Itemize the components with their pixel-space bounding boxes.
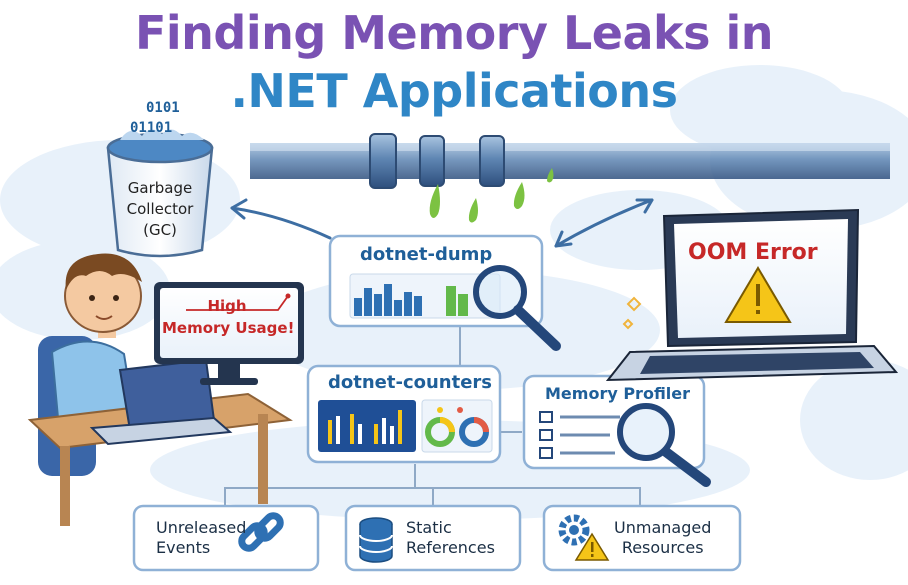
connector-lines [224, 326, 641, 506]
leak-drop-icon [429, 184, 440, 218]
leak-drop-icon [513, 182, 525, 209]
leaking-pipe [250, 133, 890, 223]
leak-drop-icon [468, 198, 478, 223]
page-title-line1: Finding Memory Leaks in [134, 6, 774, 60]
gc-label-line3: (GC) [143, 221, 177, 239]
dotnet-counters-title: dotnet-counters [328, 372, 493, 393]
cause-label-line2: References [406, 538, 495, 557]
memory-profiler-card [522, 374, 711, 487]
flow-arrows [230, 198, 654, 248]
cause-unmanaged-resources: Unmanaged Resources [614, 518, 711, 558]
memory-profiler-title: Memory Profiler [545, 384, 691, 403]
alert-monitor [154, 282, 304, 385]
gc-label-line1: Garbage [127, 179, 193, 197]
cause-unreleased-events: Unreleased Events [156, 518, 246, 558]
alert-line1: High [207, 297, 247, 315]
cause-label-line1: Unreleased [156, 518, 247, 537]
alert-line2: Memory Usage! [162, 319, 295, 337]
cause-static-references: Static References [406, 518, 495, 558]
sparkle-icon [622, 296, 642, 330]
dotnet-counters-card [306, 364, 502, 464]
cause-label-line1: Static [406, 518, 452, 537]
leak-drop-icon [547, 168, 554, 183]
page-title-line2: .NET Applications [230, 64, 678, 118]
gear-warning-icon [558, 514, 610, 561]
database-icon [359, 517, 393, 563]
cause-label-line2: Events [156, 538, 211, 557]
dotnet-dump-title: dotnet-dump [360, 244, 493, 265]
garbage-collector-label: Garbage Collector (GC) [112, 178, 208, 241]
chain-link-icon [238, 512, 284, 552]
garbage-collector-bucket [106, 129, 214, 258]
high-memory-alert: High Memory Usage! [162, 295, 295, 339]
binary-digits: 01101 [130, 120, 173, 136]
cause-label-line2: Resources [621, 538, 704, 557]
dotnet-dump-card [328, 234, 561, 351]
gc-label-line2: Collector [126, 200, 194, 218]
oom-error-laptop [605, 208, 899, 382]
magnifier-icon [473, 265, 527, 319]
magnifier-icon [617, 403, 675, 461]
oom-error-message: OOM Error [688, 240, 818, 265]
binary-digits: 0101 [146, 100, 180, 116]
background-clouds [0, 65, 908, 520]
cause-label-line1: Unmanaged [614, 518, 712, 537]
